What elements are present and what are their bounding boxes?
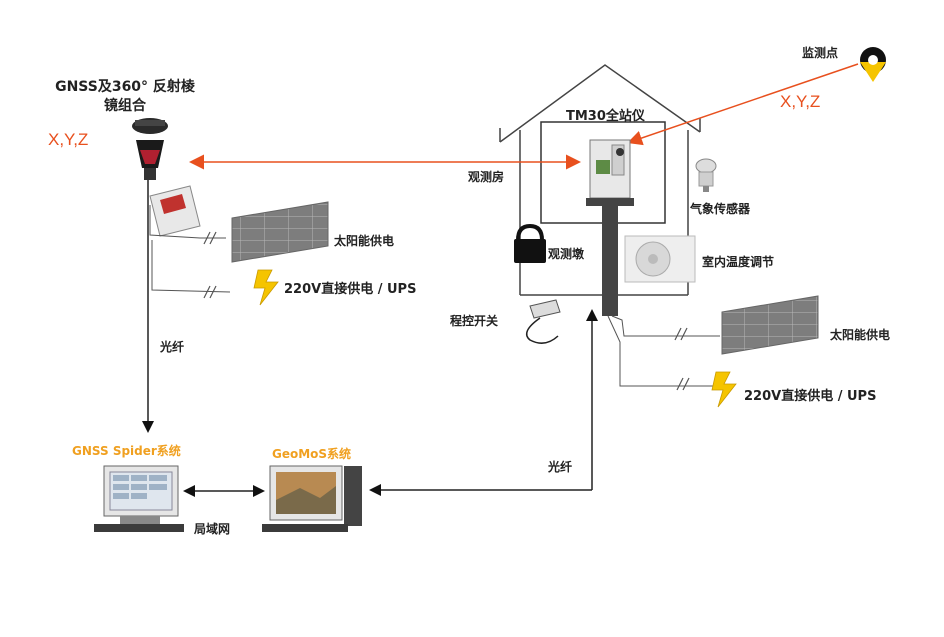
power-cable-left-ac <box>151 240 231 293</box>
cable-break-marks <box>203 231 690 391</box>
fiber-right-label: 光纤 <box>548 460 573 474</box>
fiber-left-label: 光纤 <box>160 340 185 354</box>
computer-icon <box>94 465 184 532</box>
observation-pier <box>602 206 618 316</box>
xyz-left-label: X,Y,Z <box>48 130 89 149</box>
geomos-label: GeoMoS系统 <box>272 447 352 461</box>
solar-panel-icon <box>721 295 819 355</box>
solar-left-label: 太阳能供电 <box>334 234 395 248</box>
solar-panel-icon <box>231 201 329 263</box>
gnss-controller-icon <box>149 185 201 237</box>
obs-room-label: 观测房 <box>468 170 505 184</box>
lightning-icon <box>253 269 279 306</box>
tm30-label: TM30全站仪 <box>566 109 645 124</box>
program-switch-label: 程控开关 <box>450 314 499 328</box>
air-conditioner-icon <box>624 235 696 283</box>
solar-right-label: 太阳能供电 <box>830 328 891 342</box>
lock-icon <box>514 223 546 263</box>
xyz-right-label: X,Y,Z <box>780 92 821 111</box>
lan-label: 局域网 <box>194 522 231 536</box>
prism-icon <box>136 140 164 180</box>
ac-right-label: 220V直接供电 / UPS <box>744 389 877 404</box>
computer-icon <box>262 465 362 532</box>
gnss-spider-label: GNSS Spider系统 <box>72 444 181 458</box>
power-cable-right-solar <box>611 315 720 337</box>
total-station-icon <box>586 139 634 206</box>
gnss-receiver-icon <box>132 118 168 134</box>
target-prism-icon <box>860 47 886 82</box>
indoor-temp-label: 室内温度调节 <box>702 255 775 269</box>
weather-sensor-label: 气象传感器 <box>690 202 751 216</box>
power-cable-right-ac <box>607 315 730 387</box>
ac-left-label: 220V直接供电 / UPS <box>284 282 417 297</box>
lightning-icon <box>711 371 737 408</box>
weather-sensor-icon <box>695 158 717 192</box>
obs-pier-label: 观测墩 <box>548 247 585 261</box>
monitor-point-label: 监测点 <box>802 46 839 60</box>
measurement-arrow-diagonal <box>627 63 859 146</box>
gnss-title-line2: 镜组合 <box>104 98 146 114</box>
gnss-title-line1: GNSS及360° 反射棱 <box>55 79 195 95</box>
switch-icon <box>525 299 561 344</box>
gnss-prism-title: GNSS及360° 反射棱 镜组合 <box>30 78 220 116</box>
